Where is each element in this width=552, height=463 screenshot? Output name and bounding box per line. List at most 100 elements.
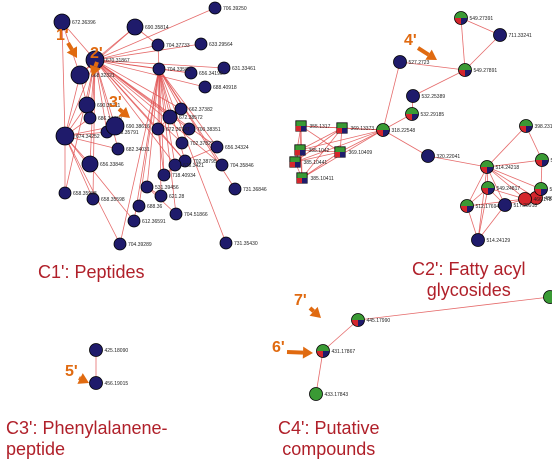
annotation-arrow-label: 6' bbox=[272, 339, 285, 356]
network-edge bbox=[294, 127, 343, 163]
c1-node bbox=[184, 66, 198, 80]
network-edge bbox=[486, 125, 527, 168]
node-mass-label: 542.27303 bbox=[551, 158, 552, 164]
c4-node bbox=[316, 344, 330, 358]
c4-node bbox=[543, 290, 552, 304]
network-edge bbox=[460, 17, 466, 71]
node-circle bbox=[194, 37, 208, 51]
network-edge bbox=[477, 166, 488, 241]
c1-node bbox=[111, 142, 125, 156]
annotation-arrow-head bbox=[302, 346, 313, 359]
network-edge bbox=[157, 128, 186, 162]
node-outline bbox=[405, 107, 419, 121]
c2-node bbox=[296, 172, 308, 184]
node-mass-label: 718.40934 bbox=[172, 173, 196, 179]
node-mass-label: 466.17867 bbox=[534, 197, 552, 203]
node-square-dark bbox=[302, 178, 308, 184]
node-dark-wedge bbox=[461, 18, 468, 25]
annotation-arrow-head bbox=[118, 107, 130, 118]
node-mass-label: 662.37382 bbox=[189, 107, 213, 113]
node-mass-label: 688.36 bbox=[147, 204, 163, 210]
node-dark-wedge bbox=[542, 160, 549, 167]
network-edge bbox=[399, 61, 466, 71]
c2-node bbox=[376, 123, 390, 137]
node-mass-label: 398.23185 bbox=[535, 124, 552, 130]
c1-node bbox=[132, 199, 146, 213]
node-circle bbox=[169, 207, 183, 221]
node-mass-label: 704.37733 bbox=[166, 43, 190, 49]
node-dark-wedge bbox=[323, 351, 330, 358]
node-mass-label: 385.1042 bbox=[309, 148, 330, 154]
node-circle bbox=[393, 55, 407, 69]
node-square-dark bbox=[340, 152, 346, 158]
network-edge bbox=[94, 59, 206, 88]
network-edge bbox=[94, 7, 216, 61]
node-circle bbox=[493, 28, 507, 42]
node-circle bbox=[86, 192, 100, 206]
annotation-arrow-shaft bbox=[78, 376, 81, 381]
node-mass-label: 658.35598 bbox=[101, 197, 125, 203]
node-circle bbox=[471, 233, 485, 247]
node-mass-label: 355.1317 bbox=[310, 124, 331, 130]
node-outline bbox=[316, 344, 330, 358]
node-outline bbox=[534, 182, 548, 196]
node-circle bbox=[140, 180, 154, 194]
node-mass-label: 621.28 bbox=[169, 194, 185, 200]
network-edge bbox=[322, 319, 359, 352]
node-dark-wedge bbox=[383, 130, 390, 137]
node-mass-label: 704.35846 bbox=[230, 163, 254, 169]
network-edge bbox=[486, 166, 506, 206]
node-mass-label: 656.33846 bbox=[100, 162, 124, 168]
cluster-c1-title-text: C1': Peptides bbox=[38, 262, 145, 282]
node-outline bbox=[351, 313, 365, 327]
node-outline bbox=[460, 199, 474, 213]
node-circle bbox=[498, 198, 512, 212]
cluster-c4-title-line1: C4': Putative bbox=[278, 418, 380, 438]
node-mass-label: 702.37822 bbox=[190, 141, 214, 147]
network-edge bbox=[339, 129, 384, 153]
node-mass-label: 385.10441 bbox=[304, 160, 328, 166]
node-square-red bbox=[296, 178, 302, 184]
node-outline bbox=[458, 63, 472, 77]
cluster-c1-title: C1': Peptides bbox=[38, 262, 145, 283]
node-dark-wedge bbox=[465, 70, 472, 77]
node-circle bbox=[157, 168, 171, 182]
c2-node bbox=[454, 11, 468, 25]
network-edge bbox=[382, 61, 401, 131]
network-edge bbox=[94, 43, 202, 61]
node-dark-wedge bbox=[358, 320, 365, 327]
node-mass-label: 517.20918 bbox=[514, 203, 538, 209]
c1-node bbox=[127, 214, 141, 228]
annotation-arrow-shaft bbox=[66, 41, 74, 51]
c1-node bbox=[81, 155, 99, 173]
node-mass-label: 704.33585 bbox=[167, 67, 191, 73]
c1-node bbox=[126, 18, 144, 36]
node-outline bbox=[376, 123, 390, 137]
c1-node bbox=[174, 102, 188, 116]
c4-node bbox=[351, 313, 365, 327]
network-edge bbox=[158, 68, 177, 215]
node-mass-label: 517.26052 bbox=[550, 187, 552, 193]
network-edge bbox=[466, 198, 526, 207]
annotation-arrow-head bbox=[425, 49, 437, 60]
annotation-arrow-label: 7' bbox=[294, 292, 307, 309]
node-dark-wedge bbox=[487, 167, 494, 174]
node-mass-label: 731.36846 bbox=[243, 187, 267, 193]
node-square-red bbox=[295, 126, 301, 132]
network-edge bbox=[294, 125, 302, 163]
node-circle bbox=[105, 116, 125, 136]
node-square-red bbox=[334, 152, 340, 158]
node-mass-label: 672.36747 bbox=[166, 127, 190, 133]
node-mass-label: 549.27891 bbox=[474, 68, 498, 74]
node-mass-label: 514.24218 bbox=[496, 165, 520, 171]
c2-node bbox=[336, 122, 348, 134]
annotation-arrow-head bbox=[89, 64, 102, 76]
c1-node bbox=[217, 61, 231, 75]
node-mass-label: 318.22548 bbox=[392, 128, 416, 134]
network-edge bbox=[94, 59, 176, 166]
node-outline bbox=[481, 181, 495, 195]
annotation-arrow-head bbox=[77, 373, 89, 384]
node-circle bbox=[182, 122, 196, 136]
